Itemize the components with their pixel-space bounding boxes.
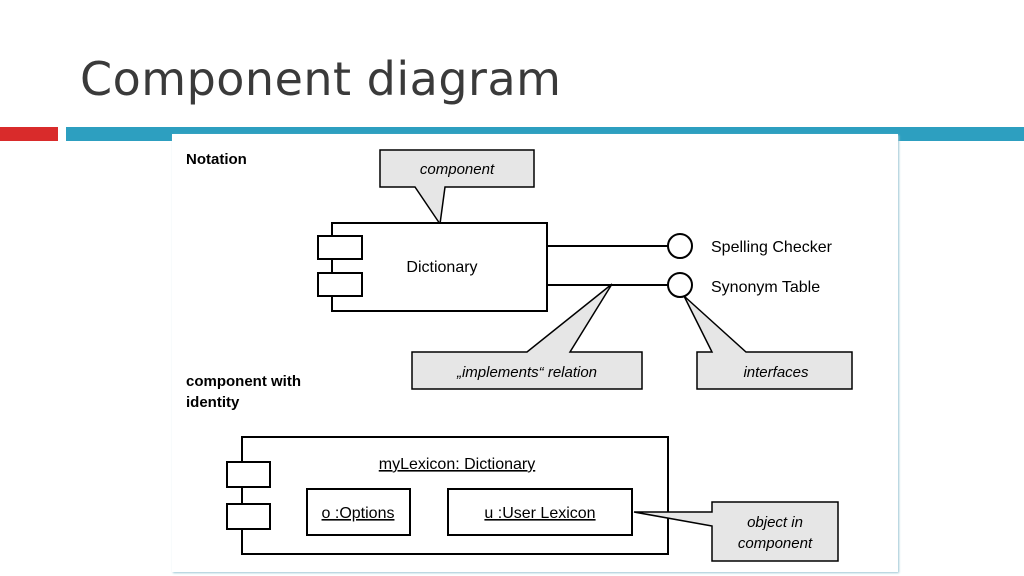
interface-lollipop-spelling xyxy=(667,233,693,259)
accent-bar-red xyxy=(0,127,58,141)
slide-title: Component diagram xyxy=(80,52,562,106)
identity-label-line2: identity xyxy=(186,394,240,411)
part-user-lexicon-box xyxy=(447,488,633,536)
component-port-bottom xyxy=(317,272,363,297)
callout-object-line2: component xyxy=(738,535,813,552)
dictionary-component: Dictionary xyxy=(317,222,548,312)
component-port-top xyxy=(317,235,363,260)
identity-component: myLexicon: Dictionary o :Options u :User… xyxy=(226,436,669,555)
dictionary-label: Dictionary xyxy=(406,259,477,276)
identity-label-line1: component with xyxy=(186,373,301,390)
part-user-lexicon-label: u :User Lexicon xyxy=(484,505,595,522)
identity-component-name: myLexicon: Dictionary xyxy=(379,456,536,473)
callout-component: component xyxy=(379,149,535,227)
identity-port-bottom xyxy=(226,503,271,530)
part-options-box xyxy=(306,488,411,536)
interface-label-spelling: Spelling Checker xyxy=(711,239,833,256)
callout-interfaces-text: interfaces xyxy=(743,364,809,381)
interface-label-synonym: Synonym Table xyxy=(711,279,820,296)
callout-implements-text: „implements“ relation xyxy=(456,364,597,381)
callout-interfaces: interfaces xyxy=(683,295,853,390)
callout-object-line1: object in xyxy=(747,514,803,531)
notation-label: Notation xyxy=(186,151,247,168)
callout-component-text: component xyxy=(420,161,495,178)
interface-lollipop-synonym xyxy=(667,272,693,298)
part-options-label: o :Options xyxy=(322,505,395,522)
callout-implements: „implements“ relation xyxy=(411,283,643,390)
component-diagram: Notation component with identity compone… xyxy=(186,149,853,562)
callout-object: object in component xyxy=(633,501,839,562)
identity-port-top xyxy=(226,461,271,488)
